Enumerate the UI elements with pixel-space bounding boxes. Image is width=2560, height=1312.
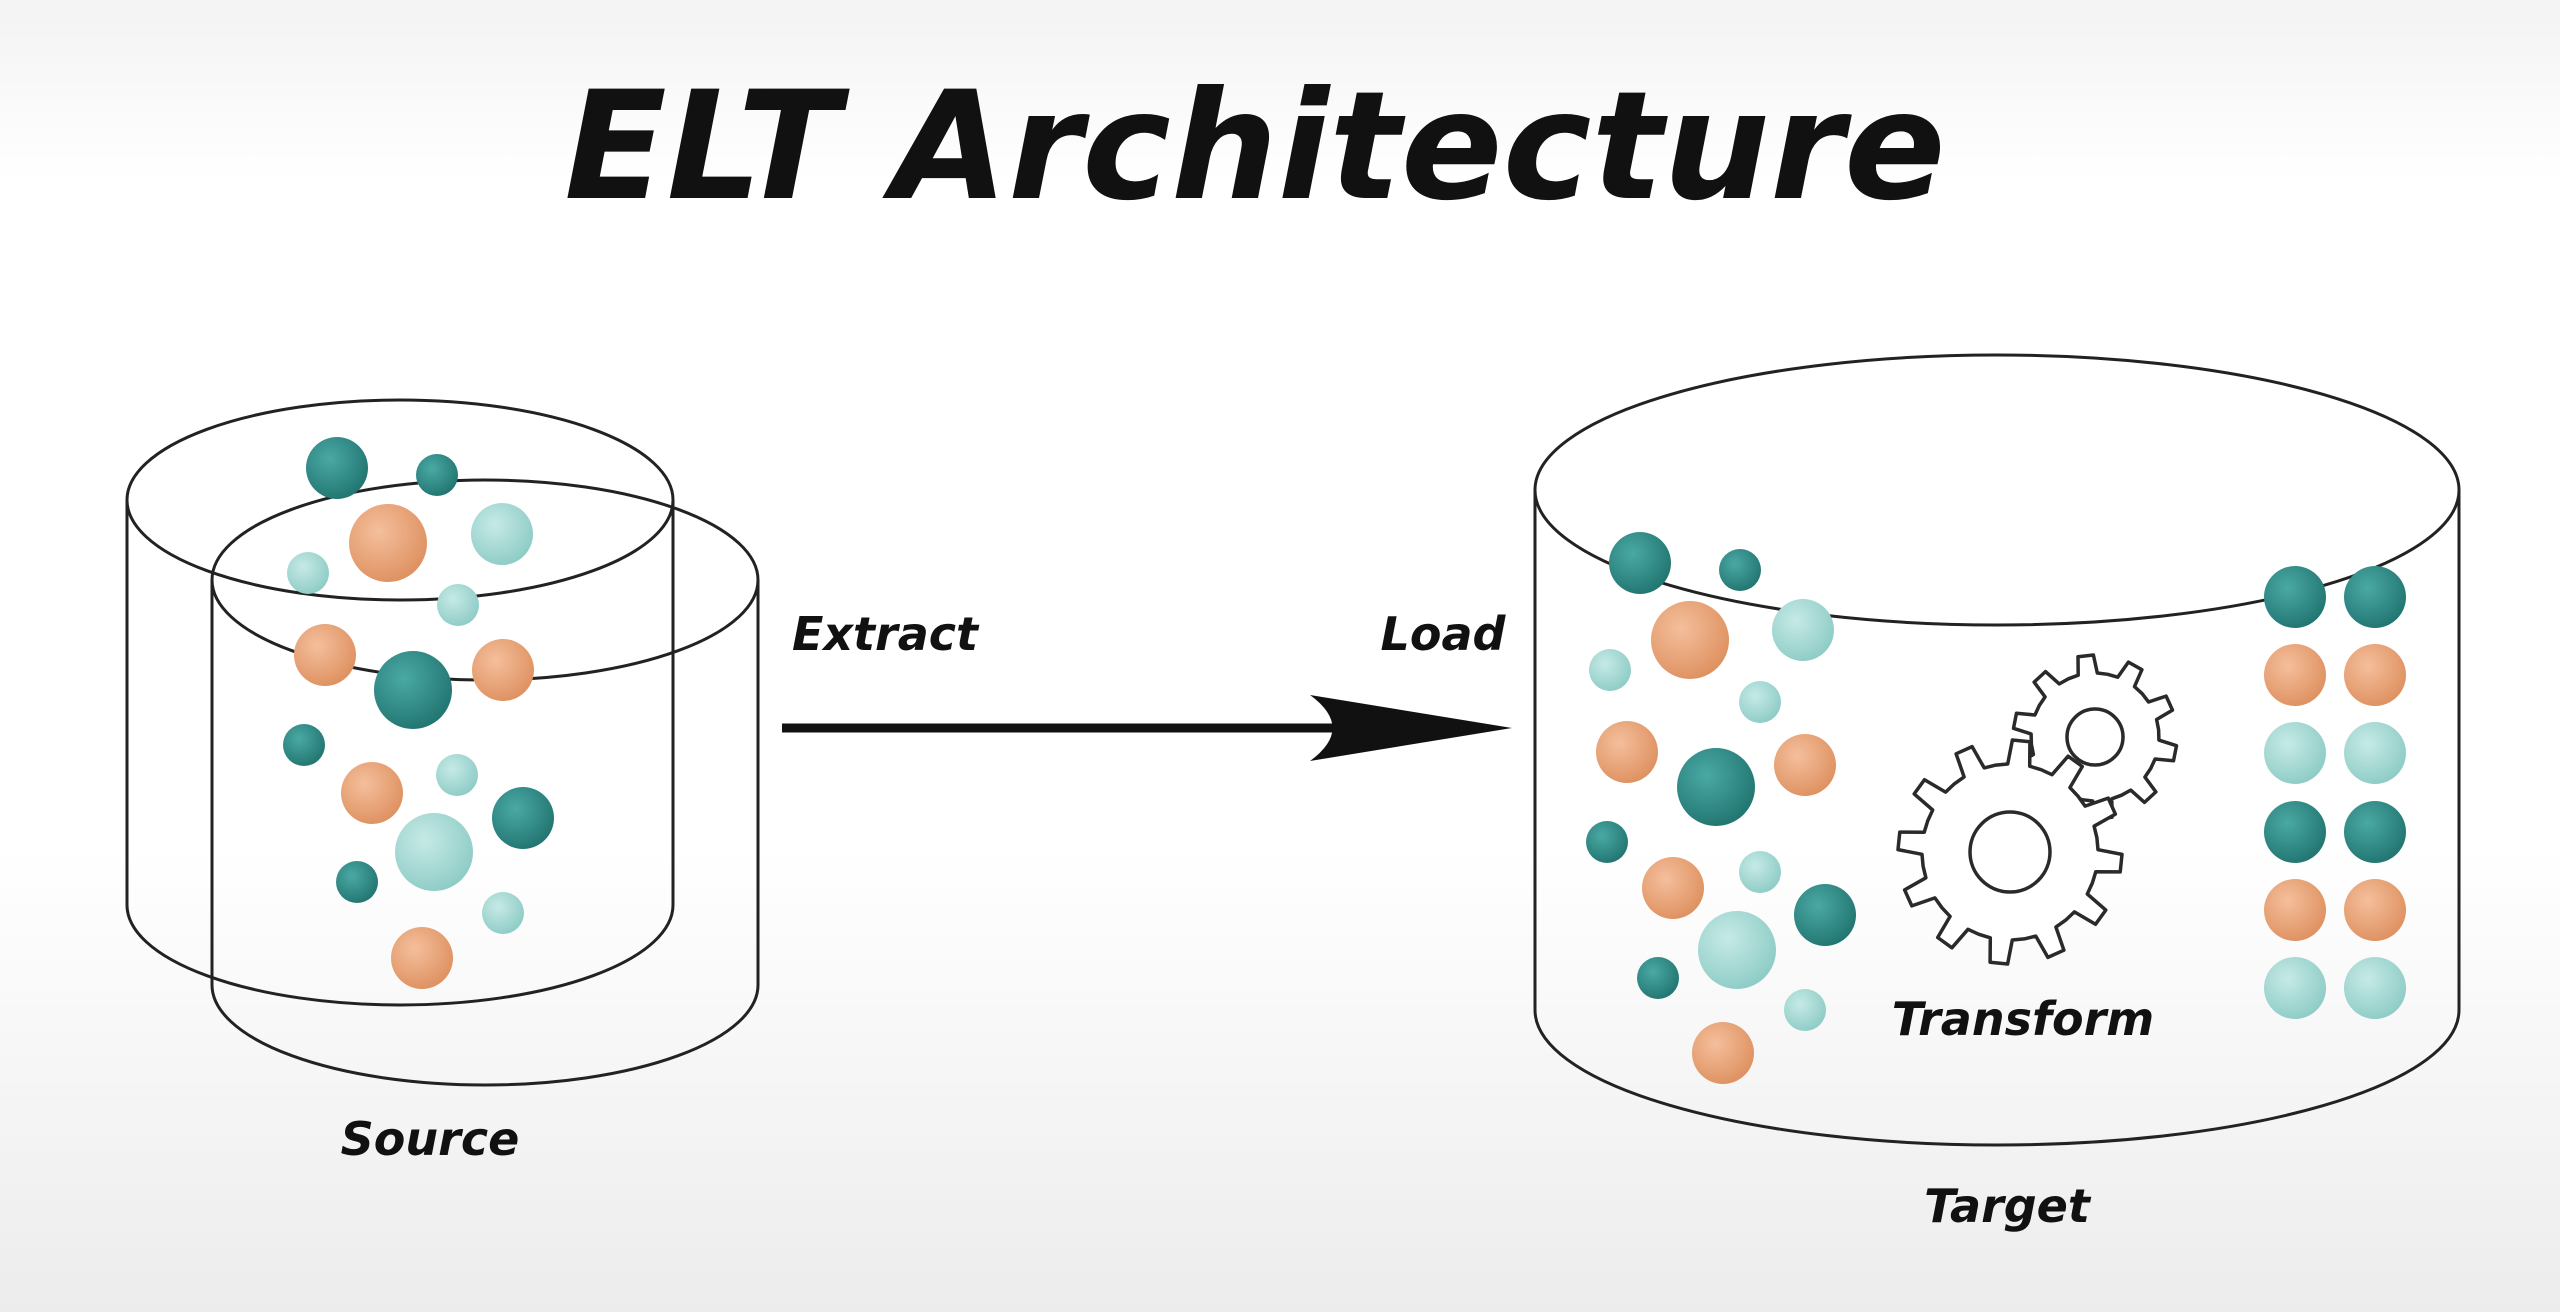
data-dot (2264, 566, 2326, 628)
data-dot (1637, 957, 1679, 999)
source-data-dots (283, 437, 554, 989)
target-label: Target (1924, 1179, 2092, 1233)
diagram-title: ELT Architecture (564, 60, 1946, 234)
data-dot (1651, 601, 1729, 679)
source-label: Source (341, 1112, 520, 1166)
gears-icon (1896, 653, 2179, 966)
data-dot (1596, 721, 1658, 783)
data-dot (336, 861, 378, 903)
data-dot (287, 552, 329, 594)
data-dot (1774, 734, 1836, 796)
data-dot (2344, 879, 2406, 941)
data-dot (2264, 879, 2326, 941)
data-dot (1586, 821, 1628, 863)
data-dot (349, 504, 427, 582)
arrow-right-icon (782, 695, 1512, 761)
large-gear-icon (1896, 738, 2124, 966)
data-dot (1677, 748, 1755, 826)
data-dot (1609, 532, 1671, 594)
transform-label: Transform (1892, 992, 2154, 1046)
data-dot (492, 787, 554, 849)
data-dot (2264, 644, 2326, 706)
data-dot (1784, 989, 1826, 1031)
data-dot (1772, 599, 1834, 661)
target-data-dots (1586, 532, 2406, 1084)
data-dot (395, 813, 473, 891)
data-dot (1692, 1022, 1754, 1084)
data-dot (374, 651, 452, 729)
data-dot (1589, 649, 1631, 691)
data-dot (2264, 722, 2326, 784)
data-dot (416, 454, 458, 496)
data-dot (2264, 957, 2326, 1019)
extract-label: Extract (792, 607, 980, 661)
data-dot (1698, 911, 1776, 989)
data-dot (2344, 566, 2406, 628)
data-dot (436, 754, 478, 796)
source-store-icon (125, 398, 760, 1087)
data-dot (472, 639, 534, 701)
data-dot (1794, 884, 1856, 946)
data-dot (2344, 957, 2406, 1019)
data-dot (2344, 722, 2406, 784)
data-dot (437, 584, 479, 626)
data-dot (283, 724, 325, 766)
data-dot (2344, 801, 2406, 863)
data-dot (294, 624, 356, 686)
source-cylinder-back (125, 398, 675, 1007)
data-dot (1739, 851, 1781, 893)
data-dot (2344, 644, 2406, 706)
data-dot (2264, 801, 2326, 863)
target-store-icon (1533, 353, 2461, 1147)
data-dot (1719, 549, 1761, 591)
data-dot (391, 927, 453, 989)
data-dot (1642, 857, 1704, 919)
data-dot (341, 762, 403, 824)
load-label: Load (1381, 607, 1507, 661)
data-dot (1739, 681, 1781, 723)
data-dot (482, 892, 524, 934)
data-dot (471, 503, 533, 565)
data-dot (306, 437, 368, 499)
